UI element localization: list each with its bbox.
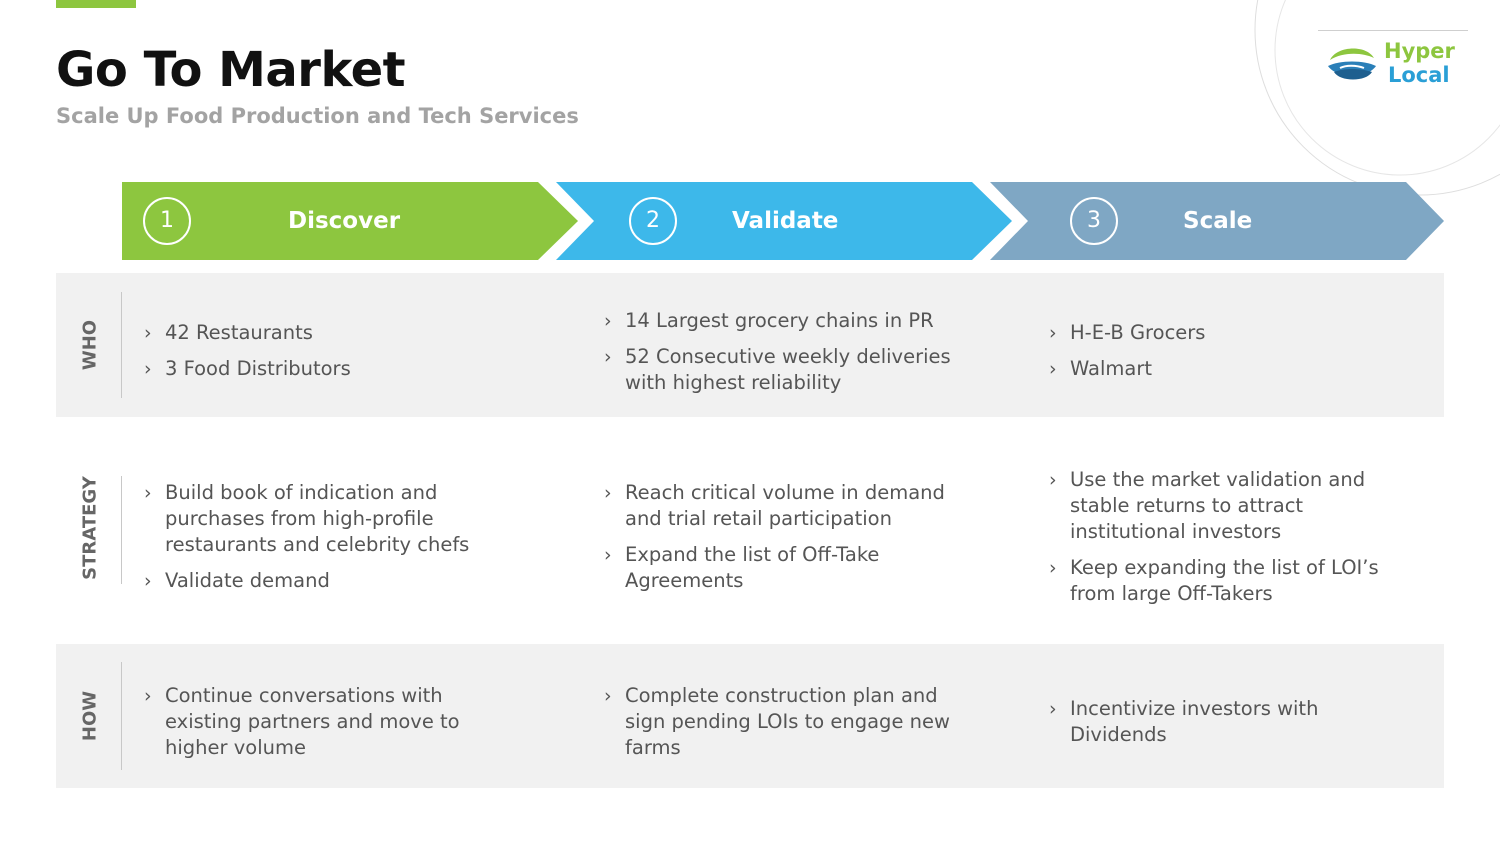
accent-bar — [56, 0, 136, 8]
logo-divider — [1318, 30, 1468, 31]
chevron-discover — [122, 182, 578, 260]
leaf-wave-icon — [1328, 48, 1376, 80]
list-item: Expand the list of Off-Take Agreements — [604, 542, 975, 594]
list-item: Complete construction plan and sign pend… — [604, 683, 975, 761]
list-item: Validate demand — [144, 568, 515, 594]
logo-text-line2: Local — [1388, 63, 1450, 87]
page-subtitle: Scale Up Food Production and Tech Servic… — [56, 104, 579, 128]
strategy-validate: Reach critical volume in demand and tria… — [604, 480, 975, 594]
step-label-scale: Scale — [1183, 208, 1253, 234]
who-scale: H-E-B Grocers Walmart — [1049, 320, 1420, 382]
logo-text-line1: Hyper — [1384, 39, 1455, 63]
logo-text: Hyper Local — [1384, 39, 1455, 87]
list-item: H-E-B Grocers — [1049, 320, 1420, 346]
step-chevrons: 1 Discover 2 Validate 3 Scale — [120, 182, 1446, 260]
page-title: Go To Market — [56, 42, 406, 98]
divider-who — [121, 292, 122, 398]
step-number-1: 1 — [143, 197, 191, 245]
list-item: Incentivize investors with Dividends — [1049, 696, 1420, 748]
hyperlocal-logo: Hyper Local — [1318, 30, 1468, 100]
row-label-strategy: STRATEGY — [79, 476, 101, 580]
who-discover: 42 Restaurants 3 Food Distributors — [144, 320, 515, 382]
list-item: Use the market validation and stable ret… — [1049, 467, 1420, 545]
list-item: Reach critical volume in demand and tria… — [604, 480, 975, 532]
strategy-scale: Use the market validation and stable ret… — [1049, 467, 1420, 607]
row-label-who: WHO — [79, 319, 101, 371]
list-item: 52 Consecutive weekly deliveries with hi… — [604, 344, 975, 396]
how-scale: Incentivize investors with Dividends — [1049, 696, 1420, 748]
list-item: Continue conversations with existing par… — [144, 683, 515, 761]
list-item: 14 Largest grocery chains in PR — [604, 308, 975, 334]
how-validate: Complete construction plan and sign pend… — [604, 683, 975, 761]
step-number-2: 2 — [629, 197, 677, 245]
step-number-3: 3 — [1070, 197, 1118, 245]
list-item: 3 Food Distributors — [144, 356, 515, 382]
list-item: Build book of indication and purchases f… — [144, 480, 515, 558]
list-item: 42 Restaurants — [144, 320, 515, 346]
decorative-circles — [1254, 0, 1500, 196]
who-validate: 14 Largest grocery chains in PR 52 Conse… — [604, 308, 975, 396]
how-discover: Continue conversations with existing par… — [144, 683, 515, 761]
step-label-discover: Discover — [288, 208, 401, 234]
chevron-validate — [556, 182, 1012, 260]
list-item: Keep expanding the list of LOI’s from la… — [1049, 555, 1420, 607]
divider-how — [121, 662, 122, 770]
step-label-validate: Validate — [732, 208, 839, 234]
row-label-how: HOW — [79, 690, 101, 742]
divider-strategy — [121, 476, 122, 584]
list-item: Walmart — [1049, 356, 1420, 382]
strategy-discover: Build book of indication and purchases f… — [144, 480, 515, 594]
